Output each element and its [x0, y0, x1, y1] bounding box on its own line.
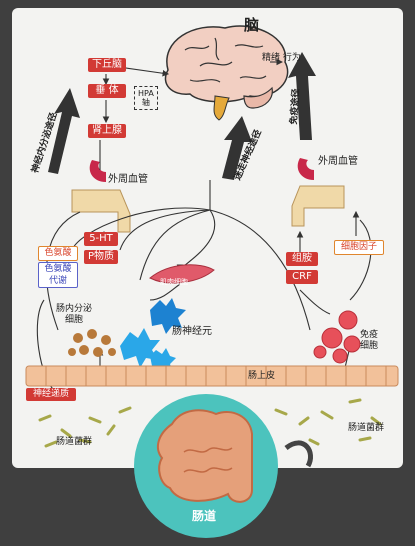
hpa-axis-line-2: 轴: [141, 98, 150, 107]
tryptophan-metabolism-box: 色氨酸 代谢: [38, 262, 78, 288]
peripheral-vessel-left-shape: [71, 160, 131, 233]
immune-cells-line-2: 细胞: [360, 341, 379, 351]
adrenal-box: 肾上腺: [88, 124, 126, 138]
pathway-immune-label: 免疫途径: [289, 88, 302, 125]
peripheral-vessel-right-label: 外周血管: [318, 156, 358, 167]
hpa-axis-box: HPA 轴: [134, 86, 158, 110]
enteric-endocrine-cells-shape: [68, 329, 116, 357]
tryptophan-box: 色氨酸: [38, 246, 78, 261]
immune-cells-line-1: 免疫: [360, 330, 379, 340]
intestinal-epithelium-shape: [25, 365, 399, 387]
peripheral-vessel-left-label: 外周血管: [108, 174, 148, 185]
brain-illustration: [164, 25, 289, 121]
pituitary-box: 垂 体: [88, 84, 126, 98]
serotonin-box: 5-HT: [84, 232, 118, 246]
gut-microbiota-right-label: 肠道菌群: [348, 423, 385, 433]
gut-microbiota-left-label: 肠道菌群: [56, 437, 93, 447]
substance-p-box: P物质: [84, 250, 118, 264]
hypothalamus-box: 下丘脑: [88, 58, 126, 72]
intestinal-epithelium-label: 肠上皮: [248, 371, 276, 381]
histamine-box: 组胺: [286, 252, 318, 266]
intestine-label: 肠道: [192, 509, 217, 523]
gut-microbiota-shapes: [38, 398, 382, 448]
immune-cells-shape: [313, 310, 361, 364]
muscle-cell-shape: [149, 264, 215, 284]
brain-outputs-label: 精绪 行为: [262, 53, 301, 63]
cytokines-box: 细胞因子: [334, 240, 384, 255]
diagram-title: 脑: [244, 16, 260, 34]
tryptophan-metabolism-line-1: 色氨酸: [44, 264, 72, 274]
pathway-arrows: [48, 52, 316, 180]
crf-box: CRF: [286, 270, 318, 284]
tryptophan-metabolism-line-2: 代谢: [48, 276, 67, 286]
intestine-illustration: [134, 394, 313, 538]
immune-cells-label: 免疫 细胞: [360, 330, 378, 352]
peripheral-vessel-right-shape: [291, 158, 345, 227]
enteric-endocrine-cells-label: 肠内分泌 细胞: [56, 304, 92, 326]
enteric-endocrine-cells-line-1: 肠内分泌: [56, 304, 93, 314]
connection-lines: [36, 58, 372, 393]
hpa-axis-line-1: HPA: [138, 89, 154, 98]
muscle-cell-label: 肌肉细胞: [160, 278, 188, 286]
neurotransmitters-box: 神经递质: [26, 388, 76, 401]
enteric-endocrine-cells-line-2: 细胞: [65, 315, 84, 325]
enteric-neurons-label: 肠神经元: [172, 326, 212, 337]
